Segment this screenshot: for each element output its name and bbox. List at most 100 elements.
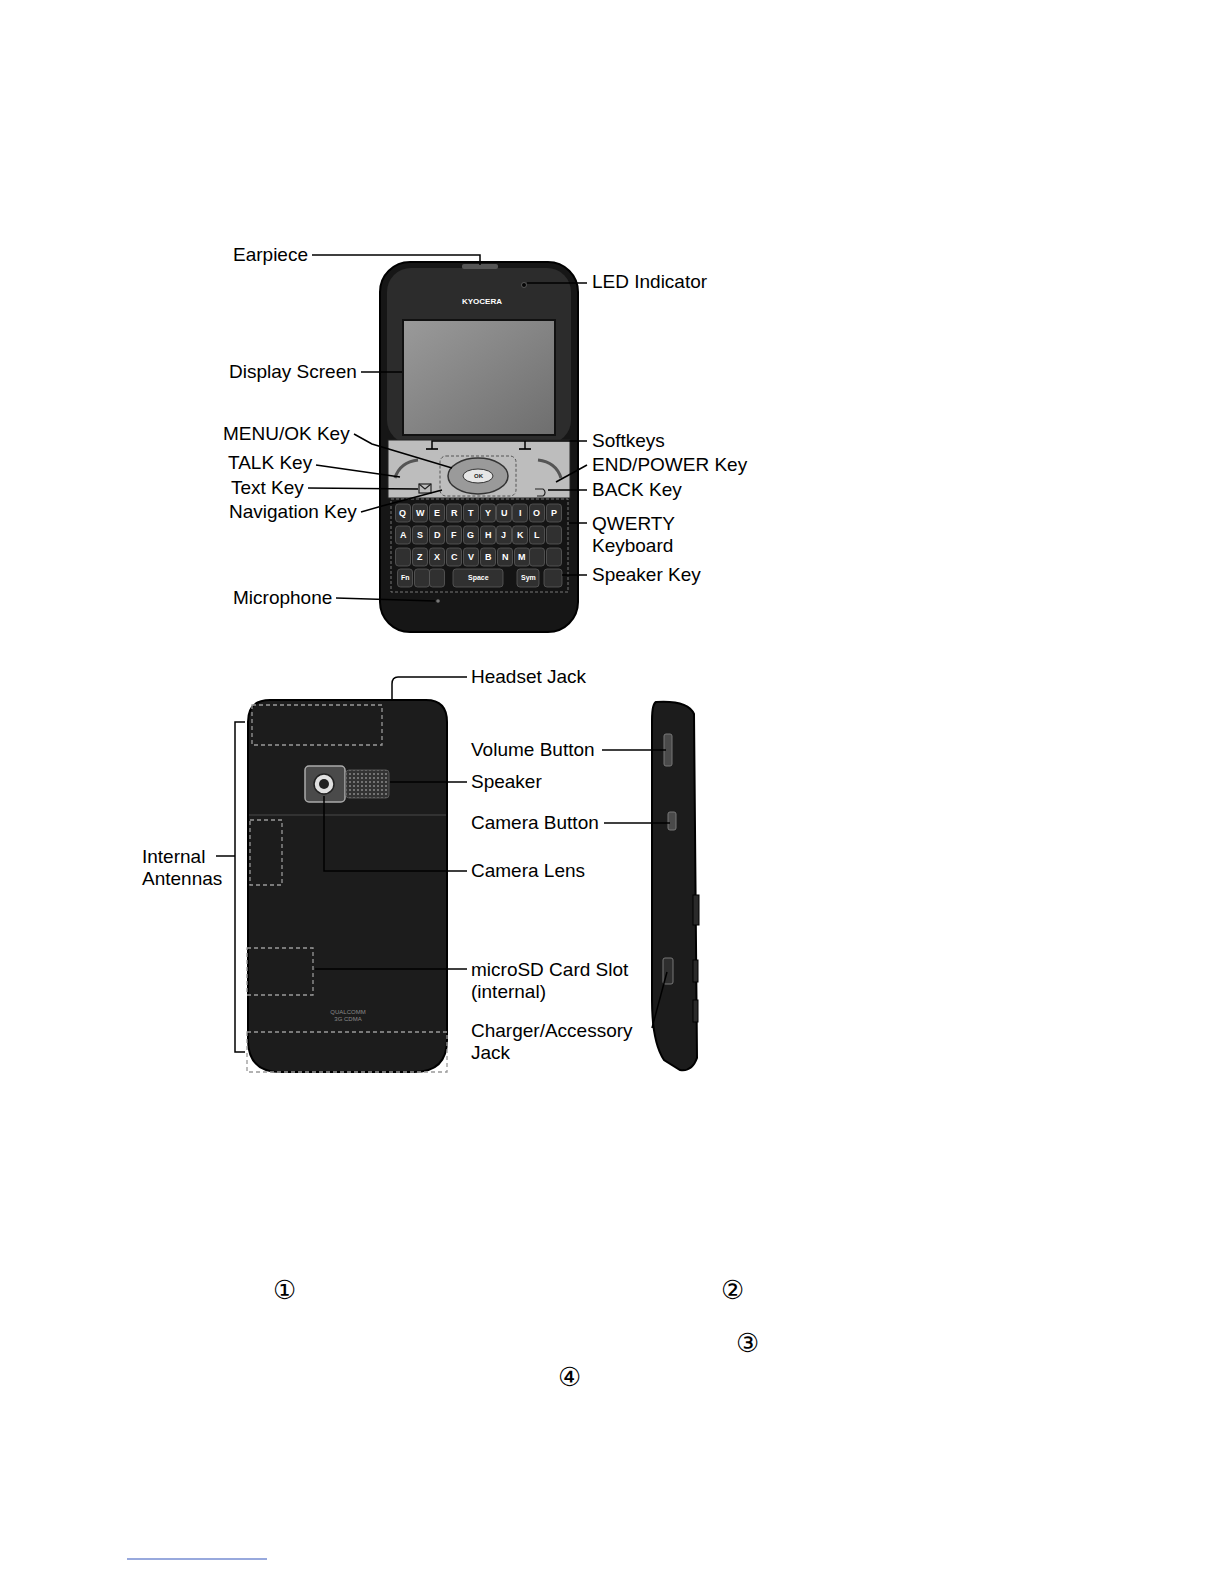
key-cap	[481, 548, 496, 566]
back-view	[247, 700, 447, 1072]
key-cap	[415, 569, 430, 587]
key-label: G	[467, 530, 474, 541]
part-label: Earpiece	[233, 244, 308, 266]
key-cap	[513, 504, 528, 522]
key-caps	[396, 504, 563, 587]
part-label: Microphone	[233, 587, 332, 609]
part-label: Charger/Accessory Jack	[471, 1020, 656, 1064]
key-cap	[464, 548, 479, 566]
part-label: Headset Jack	[471, 666, 586, 688]
key-label: Space	[468, 574, 489, 582]
key-label: D	[434, 530, 441, 541]
key-cap	[515, 548, 530, 566]
key-label: P	[551, 508, 557, 519]
key-cap	[413, 548, 428, 566]
key-label: Q	[399, 508, 406, 519]
part-label: END/POWER Key	[592, 454, 747, 476]
key-label: V	[468, 552, 474, 563]
key-label: Fn	[401, 574, 410, 582]
key-cap	[513, 526, 528, 544]
key-label: S	[417, 530, 423, 541]
key-label: OK	[474, 473, 483, 480]
part-label: QWERTY Keyboard	[592, 513, 692, 557]
part-label: BACK Key	[592, 479, 682, 501]
key-cap	[430, 504, 445, 522]
key-label: Y	[485, 508, 491, 519]
key-label: A	[400, 530, 407, 541]
key-label: X	[434, 552, 440, 563]
key-cap	[398, 569, 413, 587]
key-cap	[396, 526, 411, 544]
key-cap	[447, 548, 462, 566]
key-label: Z	[417, 552, 423, 563]
part-label: TALK Key	[228, 452, 312, 474]
key-label: J	[501, 530, 506, 541]
key-cap	[530, 548, 545, 566]
part-label: Volume Button	[471, 739, 595, 761]
callout-number: ④	[558, 1362, 581, 1393]
part-label: Display Screen	[229, 361, 357, 383]
part-label: Text Key	[231, 477, 304, 499]
part-label: Camera Button	[471, 812, 599, 834]
part-label: LED Indicator	[592, 271, 707, 293]
key-label: B	[485, 552, 492, 563]
key-label: H	[485, 530, 492, 541]
key-cap	[547, 526, 562, 544]
part-label: Speaker Key	[592, 564, 701, 586]
link-underline	[127, 1558, 267, 1559]
key-cap	[481, 504, 496, 522]
key-cap	[530, 526, 545, 544]
side-view	[652, 702, 699, 1071]
key-cap	[544, 569, 562, 587]
key-cap	[464, 526, 479, 544]
key-cap	[430, 526, 445, 544]
key-label: W	[416, 508, 425, 519]
key-cap	[447, 504, 462, 522]
leader-lines	[216, 255, 670, 1052]
key-label: I	[519, 508, 522, 519]
part-label: Speaker	[471, 771, 542, 793]
key-cap	[464, 504, 479, 522]
key-cap	[430, 548, 445, 566]
callout-number: ②	[721, 1275, 744, 1306]
key-cap	[517, 569, 539, 587]
key-label: L	[534, 530, 540, 541]
key-cap	[481, 526, 496, 544]
key-label: M	[518, 552, 526, 563]
key-cap	[530, 504, 545, 522]
part-label: microSD Card Slot (internal)	[471, 959, 646, 1003]
key-cap	[396, 504, 411, 522]
part-label: Camera Lens	[471, 860, 585, 882]
key-cap	[413, 504, 428, 522]
part-label: Navigation Key	[229, 501, 357, 523]
part-label: MENU/OK Key	[223, 423, 350, 445]
key-cap	[396, 548, 411, 566]
key-label: C	[451, 552, 458, 563]
key-label: F	[451, 530, 457, 541]
callout-number: ③	[736, 1328, 759, 1359]
key-cap	[497, 504, 512, 522]
key-cap	[498, 548, 513, 566]
part-label: Internal Antennas	[142, 846, 232, 890]
key-label: U	[501, 508, 508, 519]
part-label: Softkeys	[592, 430, 665, 452]
key-label: E	[434, 508, 440, 519]
front-view	[380, 262, 578, 632]
key-label: N	[502, 552, 509, 563]
brand-logo: KYOCERA	[462, 297, 502, 307]
key-label: Sym	[521, 574, 536, 582]
key-cap	[430, 569, 445, 587]
key-cap	[547, 504, 562, 522]
callout-number: ①	[273, 1275, 296, 1306]
key-cap	[497, 526, 512, 544]
chip-logo: QUALCOMM 3G CDMA	[328, 1009, 368, 1023]
key-label: K	[517, 530, 524, 541]
key-cap	[453, 569, 503, 587]
key-cap	[413, 526, 428, 544]
key-label: T	[468, 508, 474, 519]
key-cap	[547, 548, 562, 566]
key-label: O	[533, 508, 540, 519]
key-cap	[447, 526, 462, 544]
